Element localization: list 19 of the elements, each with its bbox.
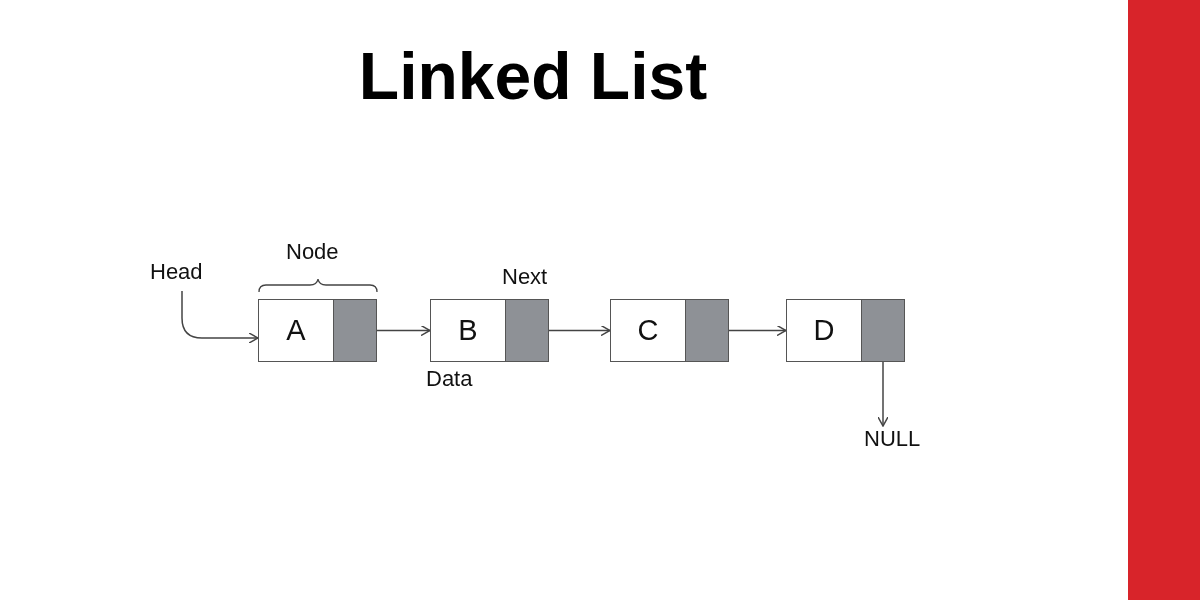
- next-pointer-field: [685, 299, 729, 362]
- data-field: C: [610, 299, 686, 362]
- arrow: [548, 324, 611, 337]
- part-label: Node: [286, 239, 339, 266]
- arrow: [877, 361, 889, 427]
- data-field: D: [786, 299, 862, 362]
- part-label: Next: [502, 264, 548, 291]
- next-pointer-field: [333, 299, 377, 362]
- pointer-label: NULL: [864, 426, 921, 453]
- arrow: [376, 324, 431, 337]
- data-field: A: [258, 299, 334, 362]
- pointer-label: Head: [150, 259, 203, 286]
- next-pointer-field: [505, 299, 549, 362]
- title: Linked List: [357, 40, 709, 113]
- arrow: [728, 324, 787, 337]
- next-pointer-field: [861, 299, 905, 362]
- data-field: B: [430, 299, 506, 362]
- arrow: [181, 290, 259, 344]
- part-label: Data: [426, 366, 473, 393]
